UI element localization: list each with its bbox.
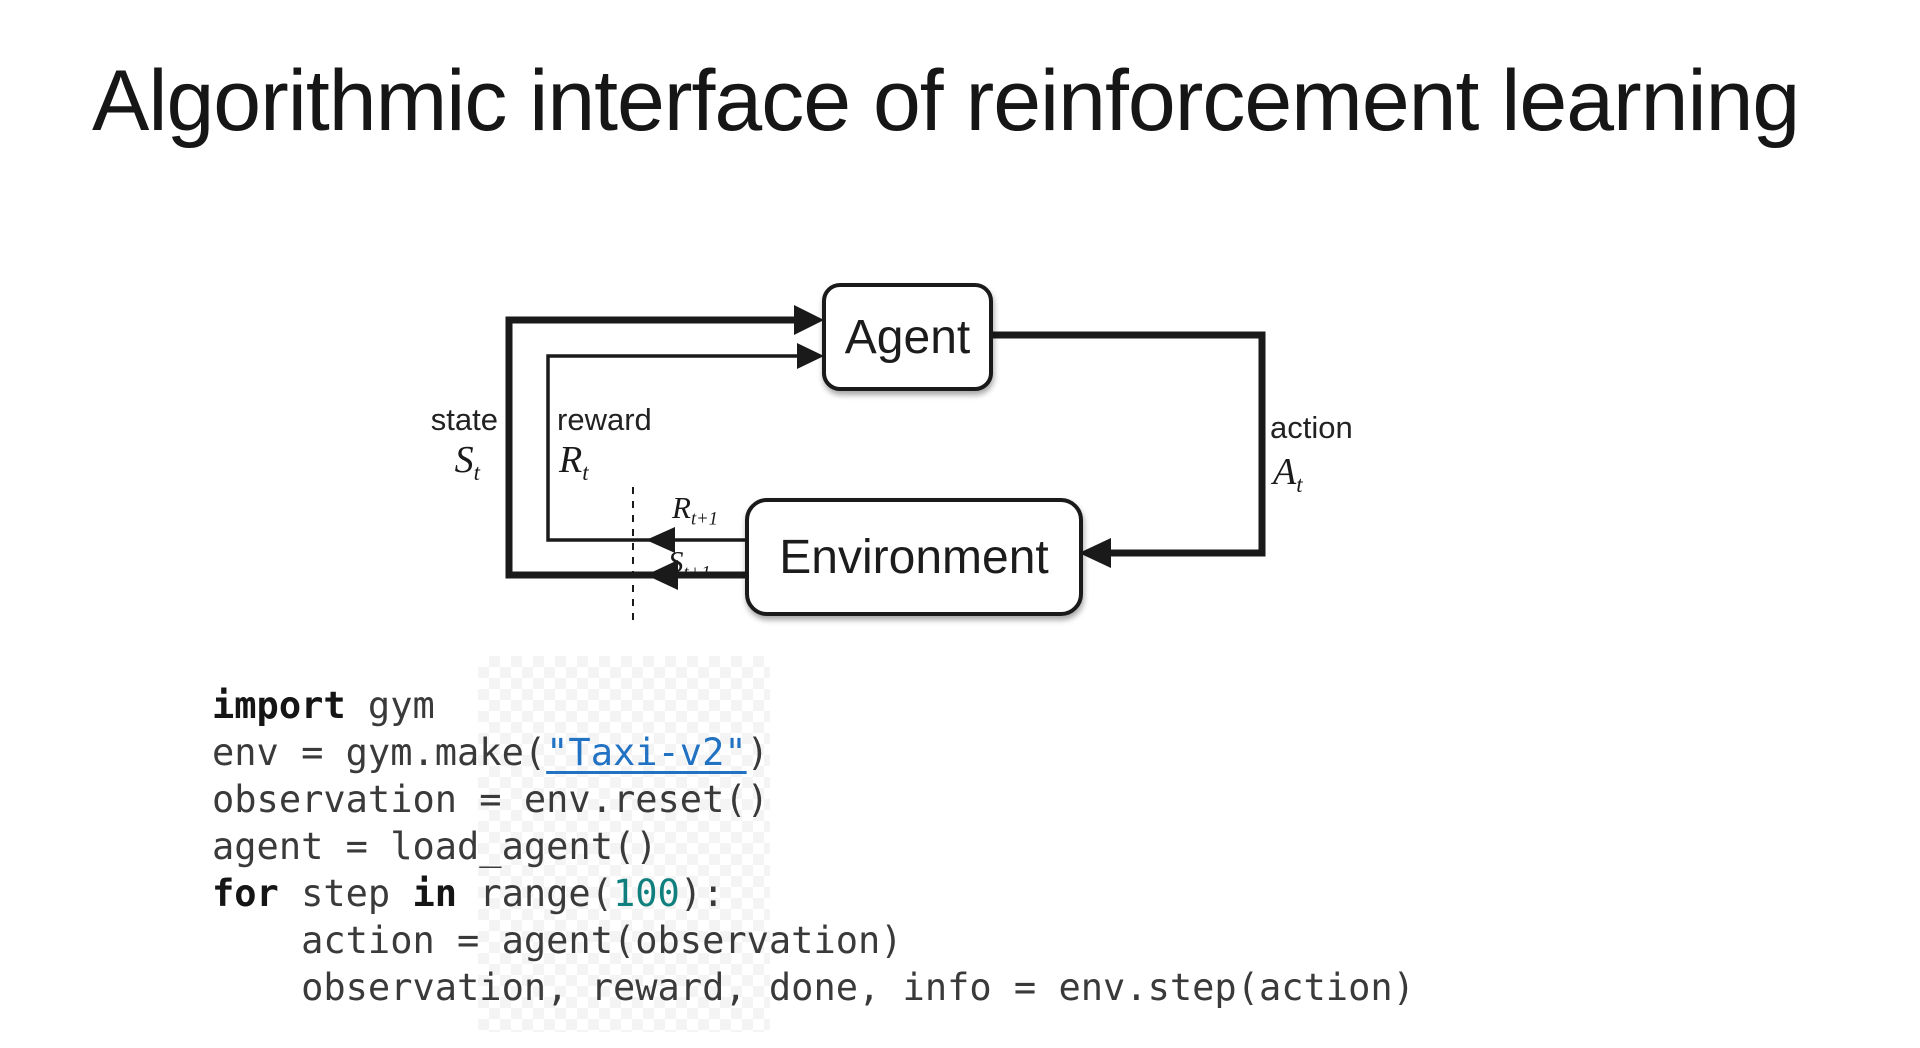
code-token: step	[278, 872, 413, 915]
action-into-environment-arrowhead	[1079, 538, 1111, 568]
code-token: range(	[457, 872, 613, 915]
code-line: agent = load_agent()	[212, 823, 1415, 870]
next-reward-arrowhead	[646, 527, 675, 553]
code-token: import	[212, 684, 346, 727]
code-token: observation = env.reset()	[212, 778, 769, 821]
reward-symbol: Rt	[559, 439, 589, 485]
reward-into-agent-arrowhead	[797, 343, 824, 369]
code-token: )	[746, 731, 769, 774]
environment-node: Environment	[745, 498, 1083, 616]
code-line: observation = env.reset()	[212, 776, 1415, 823]
next-state-symbol: St+1	[668, 544, 711, 584]
code-line: env = gym.make("Taxi-v2")	[212, 729, 1415, 776]
next-state-arrowhead	[646, 560, 678, 590]
code-token: action = agent(observation)	[212, 919, 903, 962]
state-into-agent-arrowhead	[794, 305, 824, 335]
transparency-checkerboard	[478, 656, 770, 1032]
state-loop-line	[505, 316, 812, 579]
action-label: action	[1270, 410, 1353, 445]
agent-node-label: Agent	[844, 310, 971, 364]
agent-node: Agent	[822, 283, 993, 391]
taxi-v2-link[interactable]: "Taxi-v2"	[546, 731, 747, 774]
reward-label: reward	[557, 402, 652, 437]
state-label: state	[430, 402, 498, 437]
code-line: observation, reward, done, info = env.st…	[212, 964, 1415, 1011]
slide-title: Algorithmic interface of reinforcement l…	[92, 53, 1800, 149]
state-symbol: St	[454, 439, 480, 485]
code-token: ):	[679, 872, 725, 915]
environment-node-label: Environment	[779, 530, 1049, 584]
code-token: agent = load_agent()	[212, 825, 658, 868]
code-token: for	[212, 872, 279, 915]
action-symbol: At	[1273, 451, 1303, 497]
code-line: for step in range(100):	[212, 870, 1415, 917]
code-line: import gym	[212, 682, 1415, 729]
code-token: 100	[612, 872, 680, 915]
code-token: observation, reward, done, info = env.st…	[212, 966, 1415, 1009]
code-token: in	[412, 872, 458, 915]
action-loop-line	[985, 331, 1266, 557]
code-line: action = agent(observation)	[212, 917, 1415, 964]
next-reward-symbol: Rt+1	[672, 490, 718, 530]
code-token: env = gym.make(	[212, 731, 547, 774]
code-token: gym	[345, 684, 435, 727]
